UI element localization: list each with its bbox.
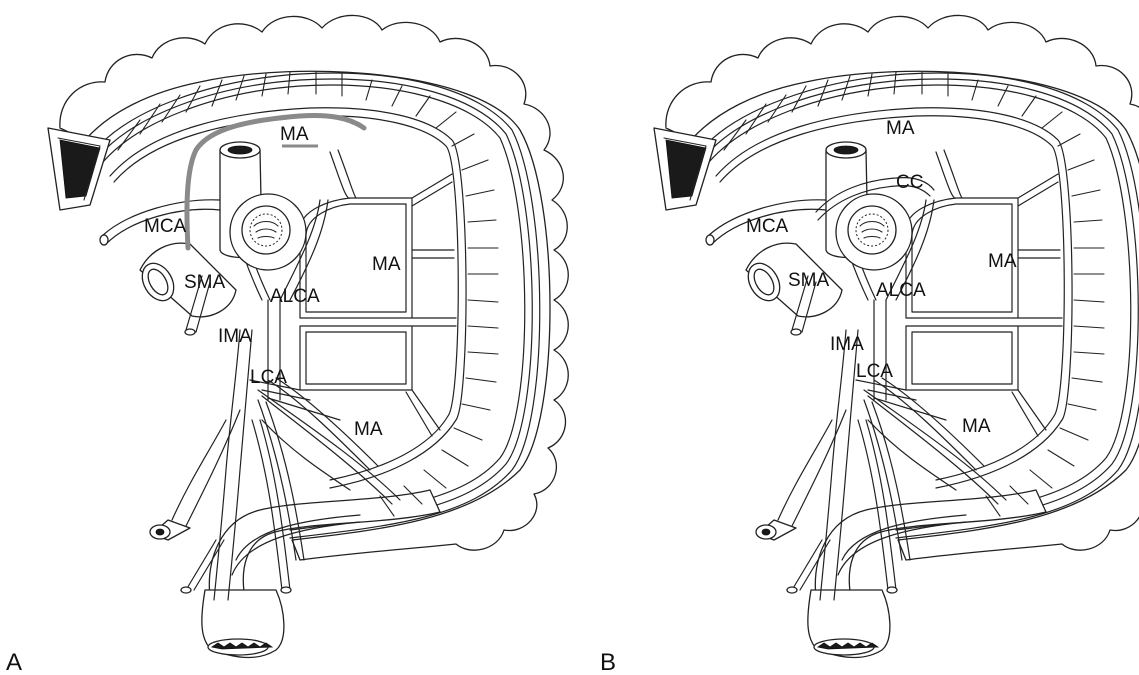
- panel-b: MA CC MCA SMA ALCA IMA LCA MA MA B: [600, 15, 1139, 675]
- panel-b-label-ima: IMA: [830, 334, 864, 355]
- panel-b-label-cc: CC: [896, 172, 923, 193]
- panel-a-label-ma-bottom: MA: [354, 419, 383, 440]
- panel-b-label-alca: ALCA: [876, 280, 926, 301]
- panel-b-anatomy: [654, 15, 1139, 657]
- panel-a-label-ma-right: MA: [372, 254, 401, 275]
- panel-b-label-lca: LCA: [856, 361, 893, 382]
- panel-a-label-lca: LCA: [250, 367, 287, 388]
- panel-b-label-sma: SMA: [788, 270, 830, 291]
- panel-b-letter: B: [600, 649, 616, 675]
- panel-b-label-ma-bottom: MA: [962, 416, 991, 437]
- panel-a-label-sma: SMA: [184, 272, 226, 293]
- panel-a: MA MCA SMA ALCA IMA LCA MA MA A: [6, 15, 568, 675]
- panel-a-label-mca: MCA: [144, 216, 187, 237]
- panel-a-label-alca: ALCA: [270, 286, 320, 307]
- panel-b-label-ma-right: MA: [988, 251, 1017, 272]
- panel-a-anatomy: [48, 15, 568, 657]
- panel-b-label-ma-top: MA: [886, 118, 915, 139]
- panel-a-letter: A: [6, 649, 22, 675]
- panel-a-label-ma-top: MA: [280, 124, 309, 145]
- panel-a-label-ima: IMA: [218, 326, 252, 347]
- panel-b-label-mca: MCA: [746, 216, 789, 237]
